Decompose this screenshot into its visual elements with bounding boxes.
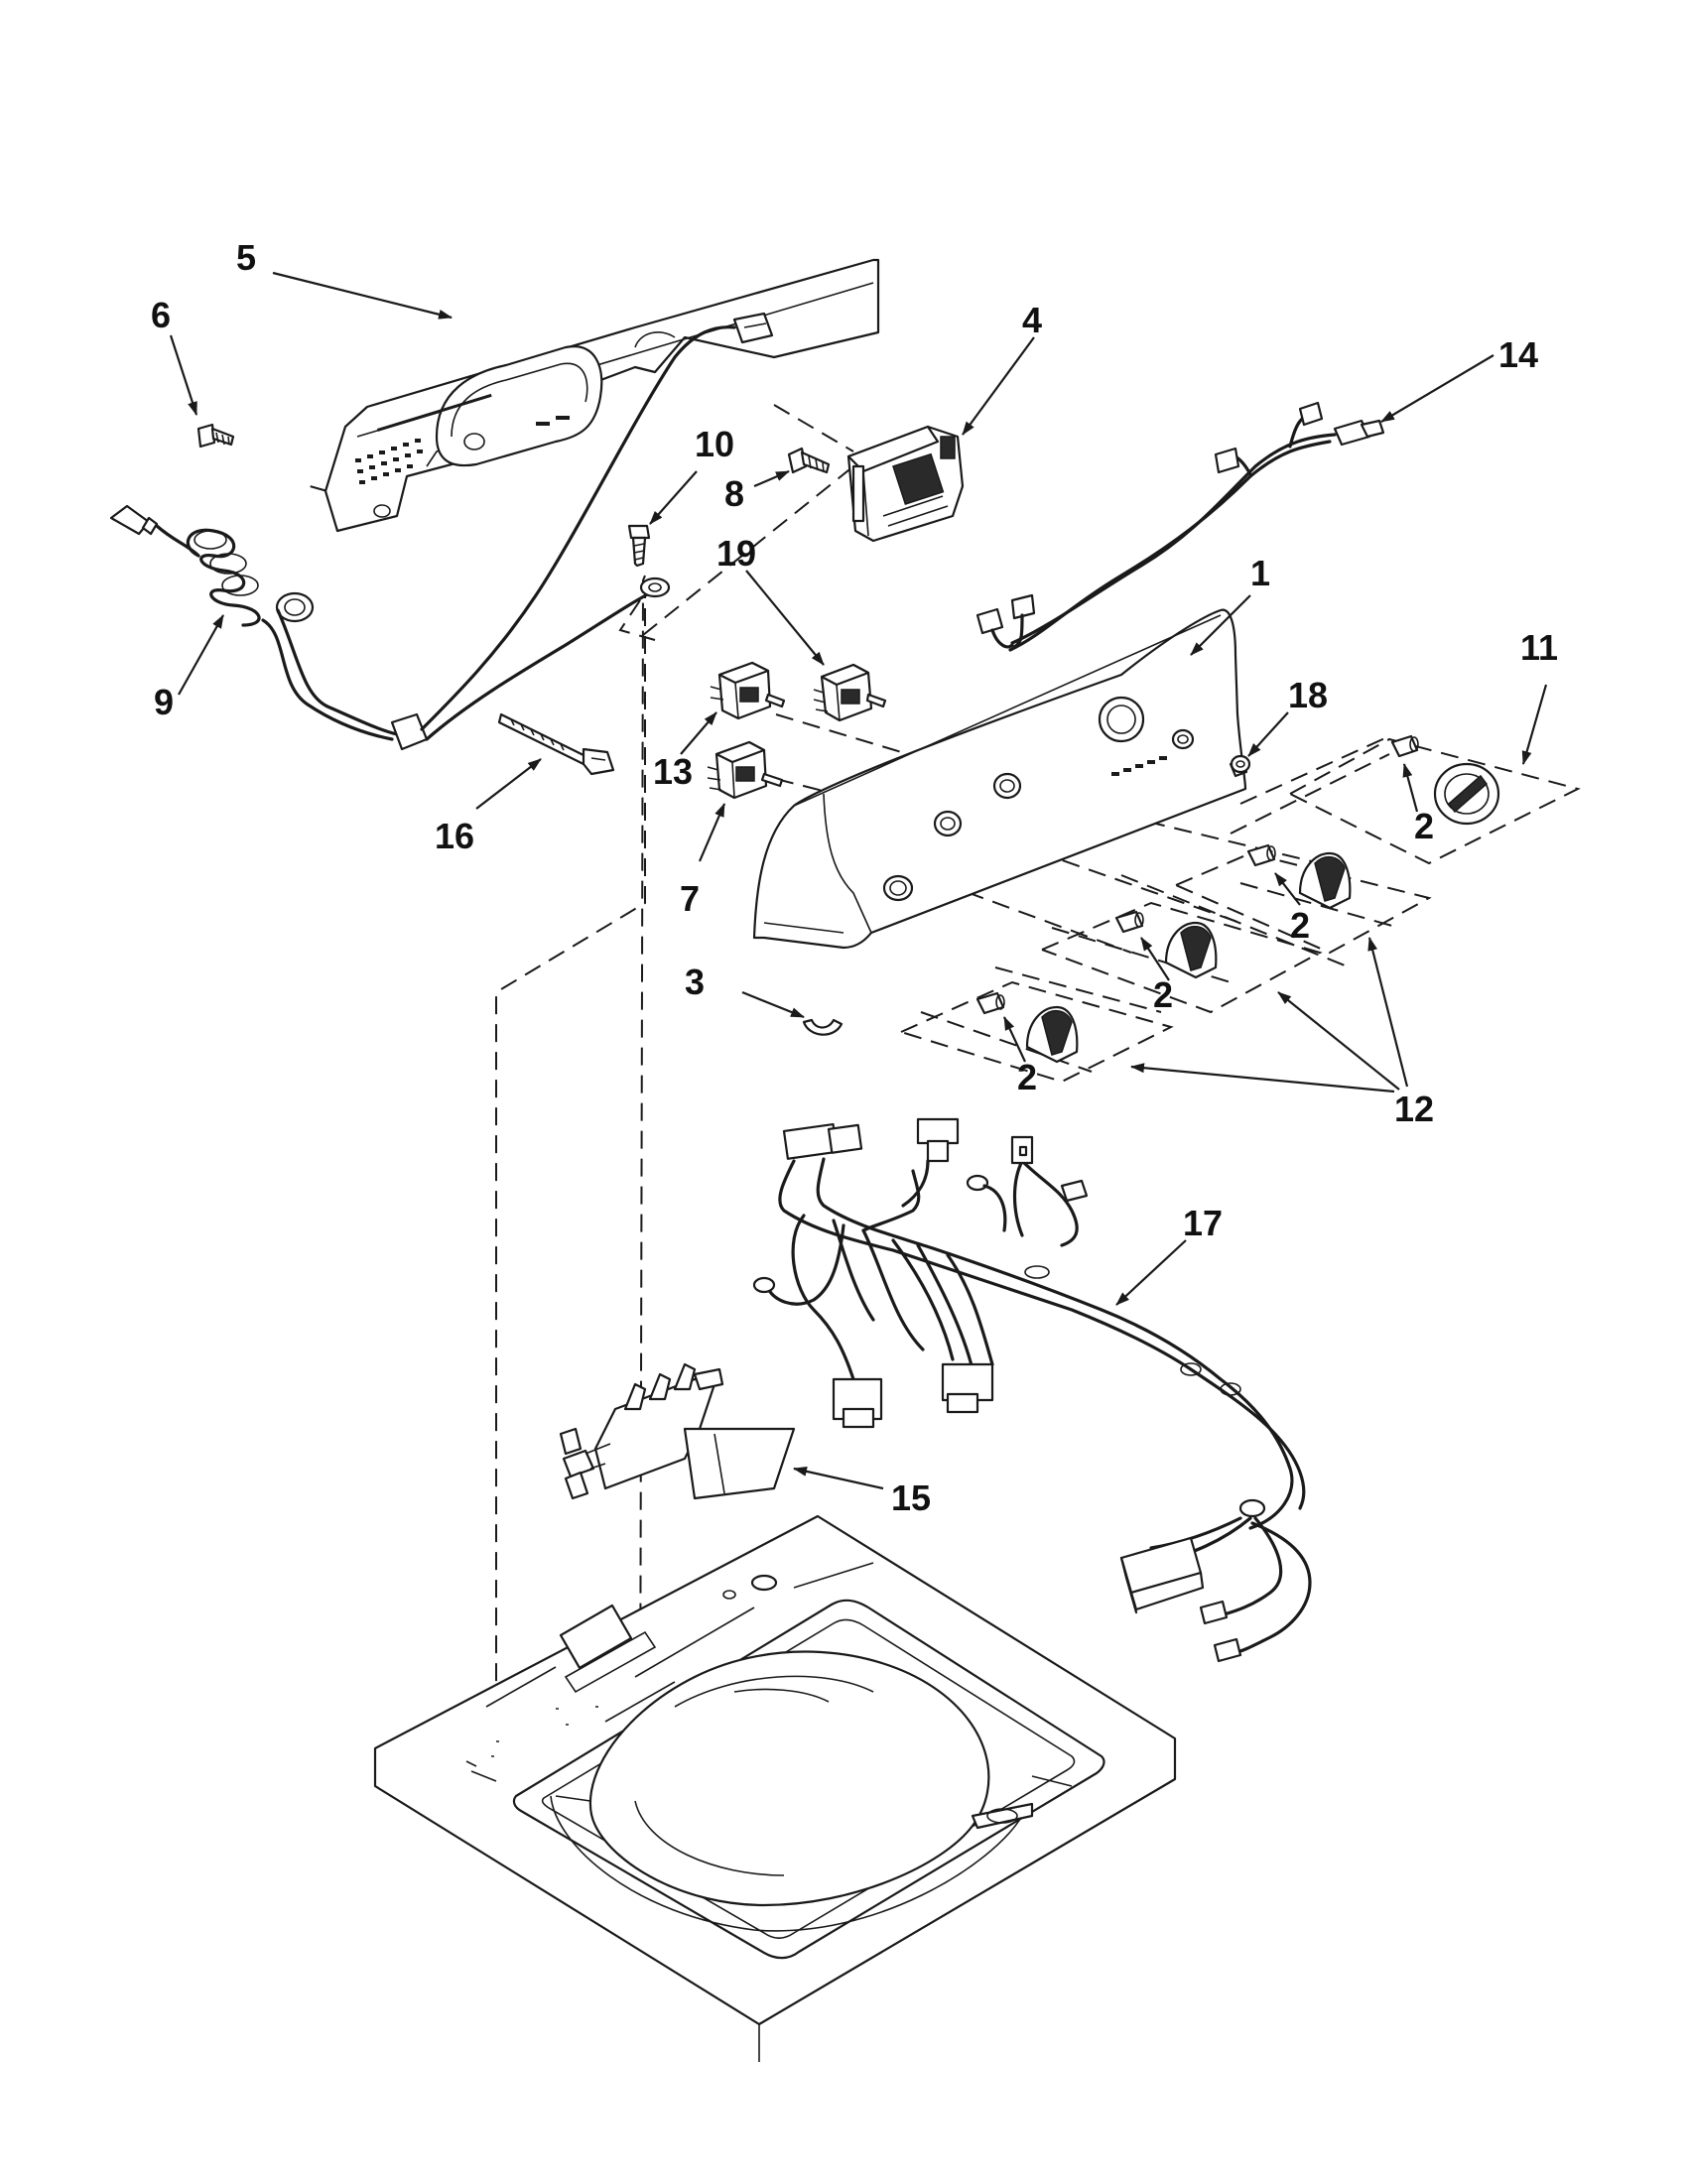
callout-8: 8 bbox=[724, 473, 744, 514]
switch-part-13 bbox=[710, 661, 786, 720]
knob-insert bbox=[975, 991, 1005, 1015]
callout-4: 4 bbox=[1022, 300, 1042, 340]
callout-9: 9 bbox=[154, 682, 174, 722]
callout-18: 18 bbox=[1288, 675, 1328, 715]
timer-knob bbox=[1433, 762, 1500, 826]
callout-15: 15 bbox=[891, 1477, 931, 1518]
callout-2: 2 bbox=[1153, 974, 1173, 1015]
callout-1: 1 bbox=[1250, 553, 1270, 593]
control-board bbox=[846, 425, 965, 543]
callout-7: 7 bbox=[680, 878, 700, 919]
callout-11: 11 bbox=[1520, 627, 1558, 668]
ground-screw bbox=[627, 524, 651, 568]
harness-bracket bbox=[559, 1362, 796, 1500]
selector-knob bbox=[1164, 921, 1218, 979]
callout-leaders bbox=[169, 271, 1548, 1490]
callout-6: 6 bbox=[151, 295, 171, 335]
selector-knob bbox=[1298, 851, 1352, 910]
console-wire-harness bbox=[975, 401, 1385, 652]
clip-part-3 bbox=[802, 1018, 844, 1036]
power-cord bbox=[109, 312, 774, 751]
nut-part-18 bbox=[1230, 754, 1251, 774]
callout-16: 16 bbox=[435, 816, 474, 856]
callout-10: 10 bbox=[695, 424, 734, 464]
switch-part-7 bbox=[707, 740, 784, 800]
switch-part-19 bbox=[813, 663, 887, 722]
callout-2: 2 bbox=[1414, 806, 1434, 846]
main-wire-harness bbox=[752, 1117, 1312, 1663]
screw-part-6 bbox=[196, 423, 235, 449]
console bbox=[752, 608, 1248, 950]
knob-insert bbox=[1114, 910, 1144, 934]
console-rear-panel bbox=[324, 258, 880, 533]
callout-5: 5 bbox=[236, 237, 256, 278]
callout-labels: 5 6 4 14 10 8 19 9 1 11 18 13 16 7 2 2 2… bbox=[151, 237, 1558, 1518]
screw-part-8 bbox=[787, 447, 831, 474]
knob-insert bbox=[1390, 734, 1419, 758]
callout-2: 2 bbox=[1290, 905, 1310, 946]
selector-knob bbox=[1025, 1005, 1079, 1064]
cable-tie bbox=[497, 712, 615, 776]
callout-3: 3 bbox=[685, 962, 705, 1002]
callout-14: 14 bbox=[1498, 334, 1538, 375]
knob-insert bbox=[1246, 843, 1276, 867]
callout-13: 13 bbox=[653, 751, 693, 792]
washer-top-panel bbox=[373, 1514, 1177, 2062]
callout-19: 19 bbox=[716, 533, 756, 574]
callout-2: 2 bbox=[1017, 1057, 1037, 1097]
callout-17: 17 bbox=[1183, 1203, 1223, 1243]
callout-12: 12 bbox=[1394, 1089, 1434, 1129]
